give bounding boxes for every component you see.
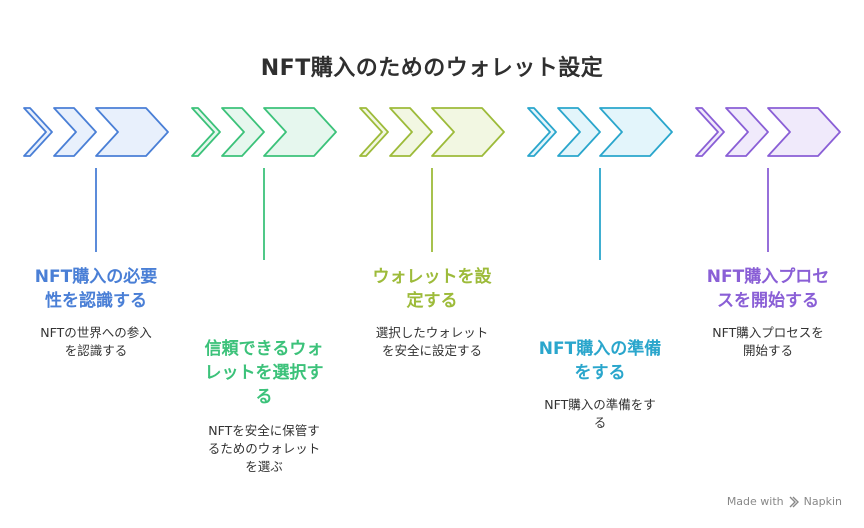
step-4-description: NFT購入の準備をす る bbox=[520, 396, 680, 432]
napkin-brand-label: Napkin bbox=[803, 495, 842, 508]
step-1-chevron-large bbox=[95, 107, 169, 157]
step-4-chevron-large bbox=[599, 107, 673, 157]
step-2-heading-line-2: レットを選択す bbox=[204, 363, 324, 383]
step-3-heading-line-1: ウォレットを設 bbox=[372, 267, 492, 287]
step-3-description: 選択したウォレット を安全に設定する bbox=[352, 324, 512, 360]
step-5-desc-line-2: 開始する bbox=[742, 343, 793, 358]
step-4-chevron-medium bbox=[557, 107, 601, 157]
step-2-chevron-small bbox=[191, 107, 221, 157]
napkin-logo-icon bbox=[789, 496, 799, 507]
chevron-row bbox=[23, 107, 841, 260]
step-4-desc-line-1: NFT購入の準備をす bbox=[544, 397, 656, 412]
made-with-napkin: Made with Napkin bbox=[727, 495, 842, 508]
step-4-heading: NFT購入の準備 をする bbox=[520, 337, 680, 385]
step-4-heading-line-2: をする bbox=[574, 363, 626, 383]
step-1-chevron-medium bbox=[53, 107, 97, 157]
step-1-heading: NFT購入の必要 性を認識する bbox=[16, 265, 176, 313]
step-5-heading-line-2: スを開始する bbox=[717, 291, 819, 311]
step-3-heading-line-2: 定する bbox=[406, 291, 458, 311]
step-2-heading-line-1: 信頼できるウォ bbox=[204, 339, 324, 359]
step-5-heading: NFT購入プロセ スを開始する bbox=[688, 265, 848, 313]
diagram-title: NFT購入のためのウォレット設定 bbox=[260, 56, 604, 81]
step-3-chevron-large bbox=[431, 107, 505, 157]
step-1-description: NFTの世界への参入 を認識する bbox=[16, 324, 176, 360]
step-3-chevron-medium bbox=[389, 107, 433, 157]
step-1-desc-line-1: NFTの世界への参入 bbox=[40, 325, 152, 340]
step-4-chevron-small bbox=[527, 107, 557, 157]
step-2-chevron-large bbox=[263, 107, 337, 157]
step-1-heading-line-2: 性を認識する bbox=[45, 291, 147, 311]
step-1-desc-line-2: を認識する bbox=[64, 343, 128, 358]
step-3-desc-line-1: 選択したウォレット bbox=[375, 325, 489, 340]
step-1-chevron-small bbox=[23, 107, 53, 157]
step-2-heading: 信頼できるウォ レットを選択す る bbox=[184, 337, 344, 409]
made-with-label: Made with bbox=[726, 495, 784, 508]
step-5-description: NFT購入プロセスを 開始する bbox=[688, 324, 848, 360]
step-1-heading-line-1: NFT購入の必要 bbox=[34, 267, 158, 287]
step-3-heading: ウォレットを設 定する bbox=[352, 265, 512, 313]
step-5-desc-line-1: NFT購入プロセスを bbox=[712, 325, 824, 340]
step-4-heading-line-1: NFT購入の準備 bbox=[538, 339, 662, 359]
step-3-desc-line-2: を安全に設定する bbox=[381, 343, 482, 358]
step-2-desc-line-2: るためのウォレット bbox=[207, 441, 321, 456]
step-3-chevron-small bbox=[359, 107, 389, 157]
step-5-chevron-small bbox=[695, 107, 725, 157]
step-2-desc-line-1: NFTを安全に保管す bbox=[208, 423, 320, 438]
step-4-desc-line-2: る bbox=[593, 415, 607, 430]
step-2-chevron-medium bbox=[221, 107, 265, 157]
step-2-description: NFTを安全に保管す るためのウォレット を選ぶ bbox=[184, 422, 344, 476]
step-2-heading-line-3: る bbox=[255, 387, 273, 407]
step-2-desc-line-3: を選ぶ bbox=[245, 459, 283, 474]
step-5-chevron-medium bbox=[725, 107, 769, 157]
step-5-chevron-large bbox=[767, 107, 841, 157]
step-5-heading-line-1: NFT購入プロセ bbox=[706, 267, 830, 287]
